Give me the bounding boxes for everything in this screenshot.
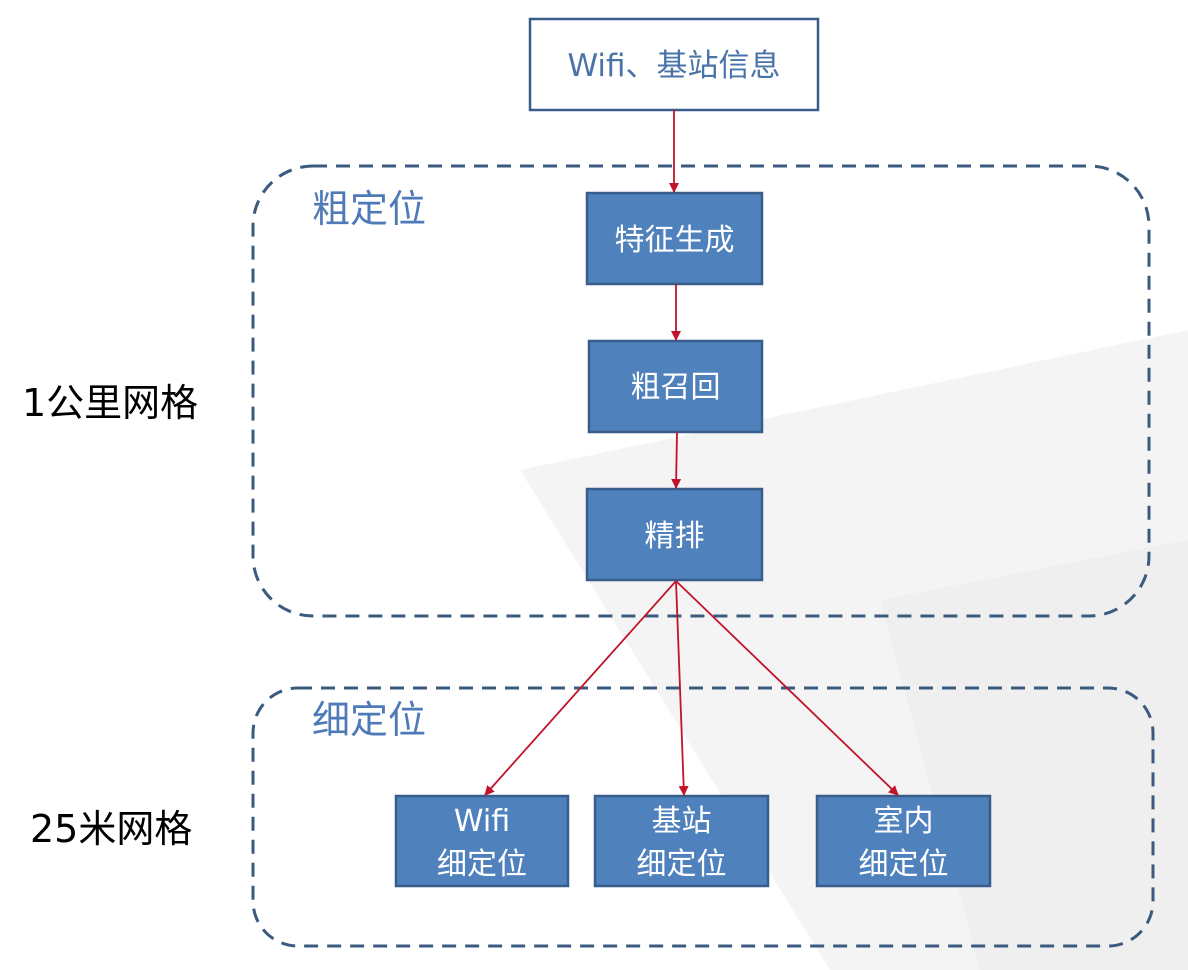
fine-group-title: 细定位: [312, 698, 426, 742]
step-coarse-recall: 粗召回: [587, 339, 764, 434]
method-wifi-positioning: Wifi 细定位: [394, 794, 570, 888]
arrow-ranking-to-basestation: [675, 580, 689, 796]
method-indoor-line1: 室内: [874, 804, 934, 839]
step-fine-ranking: 精排: [585, 487, 764, 582]
step-fine-ranking-label: 精排: [645, 519, 705, 554]
coarse-positioning-group: [251, 164, 1151, 618]
coarse-group-title: 粗定位: [312, 187, 426, 231]
method-indoor-positioning: 室内 细定位: [815, 794, 992, 888]
flow-arrows: [484, 110, 899, 796]
arrow-ranking-to-indoor: [675, 580, 899, 796]
step-coarse-recall-label: 粗召回: [631, 370, 721, 405]
arrow-ranking-to-wifi: [484, 580, 677, 796]
method-basestation-line1: 基站: [652, 804, 712, 839]
method-basestation-positioning: 基站 细定位: [593, 794, 770, 888]
input-info-box: Wifi、基站信息: [528, 17, 820, 112]
method-basestation-line2: 细定位: [637, 847, 727, 882]
method-wifi-line2: 细定位: [437, 847, 527, 882]
arrow-recall-to-ranking: [671, 431, 682, 489]
fine-grid-label: 25米网格: [30, 807, 192, 851]
step-feature-generation: 特征生成: [585, 191, 764, 286]
input-info-label: Wifi、基站信息: [567, 48, 780, 84]
fine-positioning-group: [251, 686, 1155, 948]
method-indoor-line2: 细定位: [859, 847, 949, 882]
step-feature-generation-label: 特征生成: [615, 223, 735, 258]
method-wifi-line1: Wifi: [454, 804, 510, 839]
coarse-grid-label: 1公里网格: [22, 381, 198, 425]
